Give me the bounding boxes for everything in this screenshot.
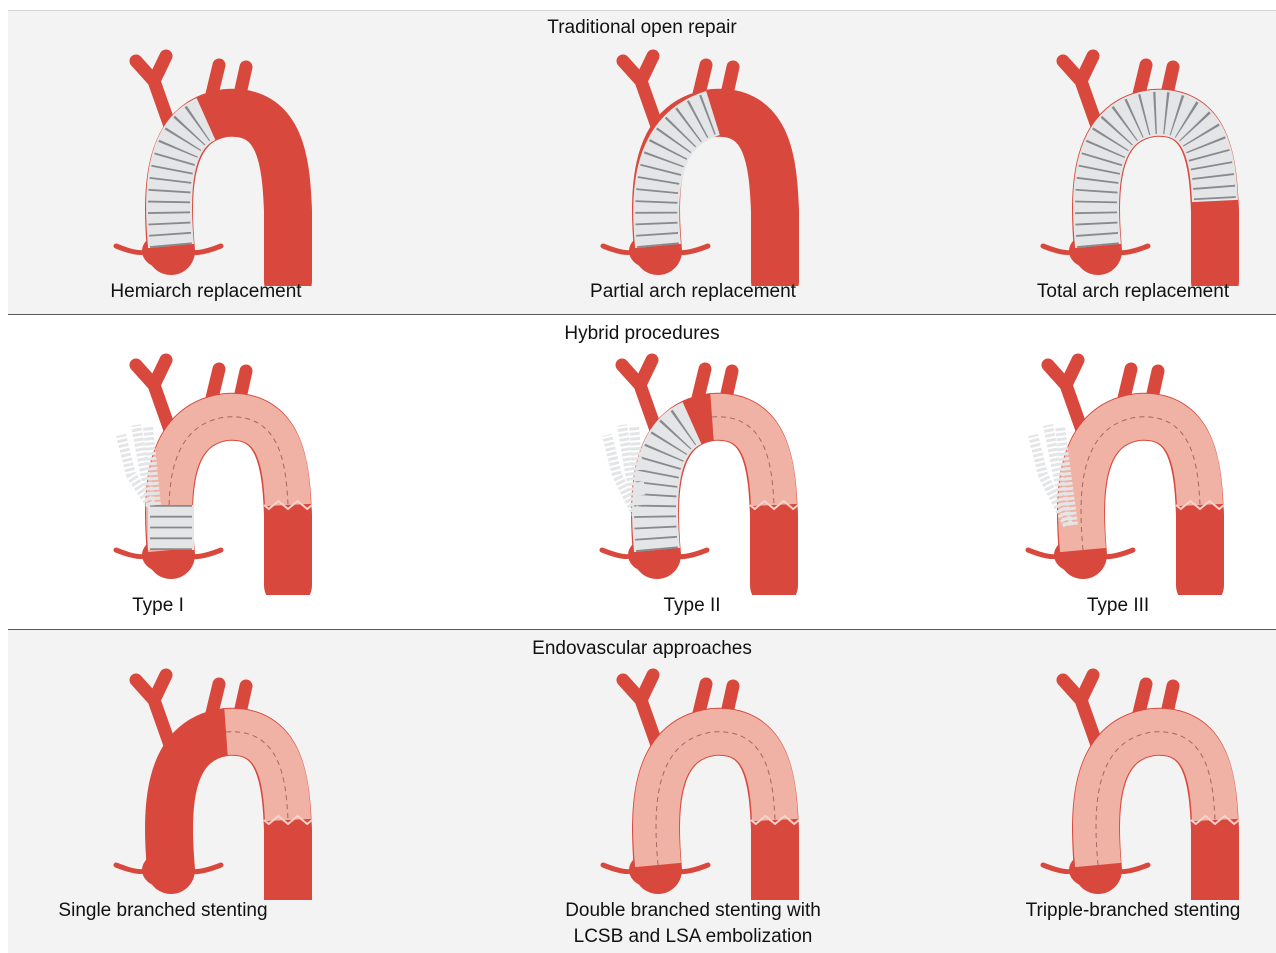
brachiocephalic-trunk: [623, 56, 658, 129]
aorta-diagram-double-branched: [543, 630, 843, 900]
aortic-arch: [116, 360, 312, 590]
brachiocephalic-trunk: [1063, 675, 1098, 748]
debranching-graft: [1033, 425, 1073, 525]
debranching-graft: [121, 425, 156, 505]
brachiocephalic-trunk: [1048, 360, 1083, 433]
caption-type-3: Type III: [968, 593, 1268, 619]
aortic-arch: [603, 675, 799, 900]
brachiocephalic-trunk: [136, 675, 171, 748]
aortic-arch: [1043, 675, 1239, 900]
brachiocephalic-trunk: [136, 56, 171, 129]
caption-type-2: Type II: [542, 593, 842, 619]
section-hybrid-procedures: Hybrid procedures Type I Type II Type II…: [8, 315, 1276, 630]
brachiocephalic-trunk: [622, 360, 657, 433]
caption-line-2: LCSB and LSA embolization: [543, 924, 843, 950]
aortic-arch: [116, 675, 312, 900]
aortic-arch: [603, 56, 775, 286]
aorta-diagram-type-1: [56, 315, 356, 595]
aortic-arch: [1028, 360, 1224, 590]
aortic-root: [142, 852, 190, 888]
caption-triple-branched: Tripple-branched stenting: [983, 898, 1276, 924]
aorta-diagram-single-branched: [56, 630, 356, 900]
caption-double-branched: Double branched stenting with LCSB and L…: [543, 898, 843, 950]
aortic-arch: [116, 56, 288, 286]
aorta-diagram-hemiarch: [56, 11, 356, 286]
aortic-arch: [1043, 56, 1215, 286]
brachiocephalic-trunk: [136, 360, 171, 433]
section-traditional-open-repair: Traditional open repair Hemiarch replace…: [8, 10, 1276, 315]
aorta-diagram-total-arch: [983, 11, 1276, 286]
section-endovascular-approaches: Endovascular approaches Single branched …: [8, 630, 1276, 953]
aorta-diagram-type-3: [968, 315, 1268, 595]
aorta-diagram-type-2: [542, 315, 842, 595]
aorta-diagram-triple-branched: [983, 630, 1276, 900]
caption-single-branched: Single branched stenting: [13, 898, 313, 924]
aorta-diagram-partial-arch: [543, 11, 843, 286]
caption-line-1: Double branched stenting with: [543, 898, 843, 924]
caption-hemiarch: Hemiarch replacement: [56, 279, 356, 305]
caption-partial-arch: Partial arch replacement: [543, 279, 843, 305]
caption-total-arch: Total arch replacement: [983, 279, 1276, 305]
caption-type-1: Type I: [8, 593, 308, 619]
brachiocephalic-trunk: [1063, 56, 1098, 129]
brachiocephalic-trunk: [623, 675, 658, 748]
aortic-arch: [602, 360, 798, 590]
